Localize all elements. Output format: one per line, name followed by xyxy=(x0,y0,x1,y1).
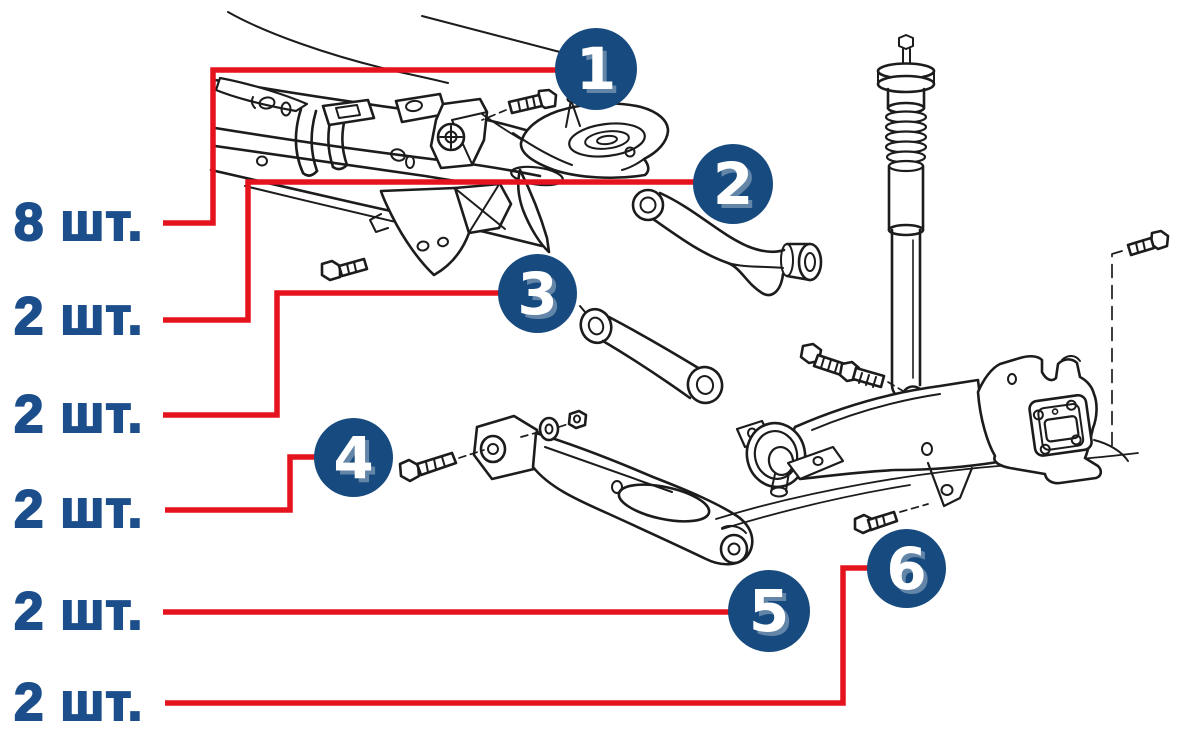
qty-label-4: 2 шт. xyxy=(13,479,144,540)
callout-circle-1: 1 xyxy=(555,28,637,110)
qty-label-6: 2 шт. xyxy=(13,672,144,733)
bolt-drawing-shock-upper xyxy=(799,342,847,377)
dashed-guide-lines xyxy=(458,109,1123,513)
callout-circle-2: 2 xyxy=(693,144,773,224)
qty-label-1: 8 шт. xyxy=(13,192,144,253)
toe-link-drawing xyxy=(579,305,724,405)
qty-label-3: 2 шт. xyxy=(13,384,144,445)
subframe-drawing xyxy=(209,11,670,277)
trailing-arm-drawing xyxy=(715,354,1139,530)
leader-line-4 xyxy=(165,454,319,513)
leader-line-6 xyxy=(165,565,871,706)
qty-label-5: 2 шт. xyxy=(13,581,144,642)
lower-arm-drawing xyxy=(398,409,754,566)
upper-arm-drawing xyxy=(631,188,823,297)
shock-absorber-drawing xyxy=(876,34,936,411)
leader-line-1 xyxy=(163,67,562,226)
callout-circle-5: 5 xyxy=(728,570,810,652)
leader-line-3 xyxy=(163,290,503,418)
bolt-drawing-top-right xyxy=(1126,229,1170,257)
qty-label-2: 2 шт. xyxy=(13,286,144,347)
bolt-drawing-bottom xyxy=(853,510,899,535)
bolt-drawing-top xyxy=(507,88,558,115)
callout-circle-4: 4 xyxy=(314,418,393,497)
callout-circle-3: 3 xyxy=(498,254,577,333)
leader-line-2 xyxy=(163,179,699,323)
bolt-drawing-left xyxy=(320,257,369,282)
callout-circle-6: 6 xyxy=(867,529,946,608)
bolt-drawing-shock-lower xyxy=(838,360,886,389)
